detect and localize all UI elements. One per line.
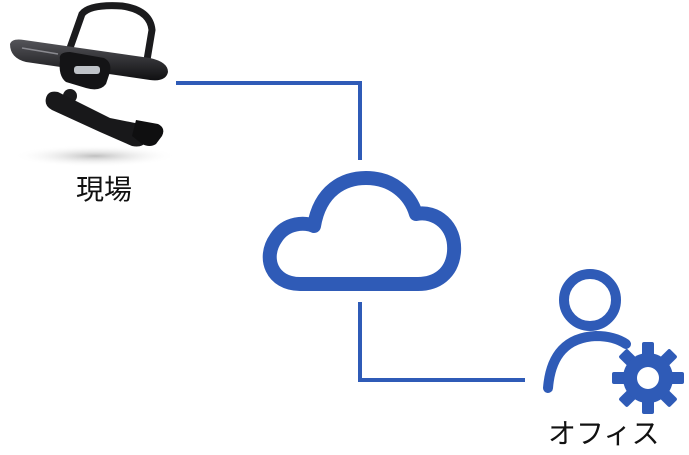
user-gear-icon <box>543 269 684 414</box>
smart-glasses-icon <box>10 2 177 167</box>
office-label: オフィス <box>548 417 660 450</box>
connector-site-to-cloud <box>176 81 362 160</box>
cloud-icon <box>262 171 462 291</box>
site-label: 現場 <box>76 173 133 206</box>
connector-cloud-to-office <box>358 302 525 382</box>
